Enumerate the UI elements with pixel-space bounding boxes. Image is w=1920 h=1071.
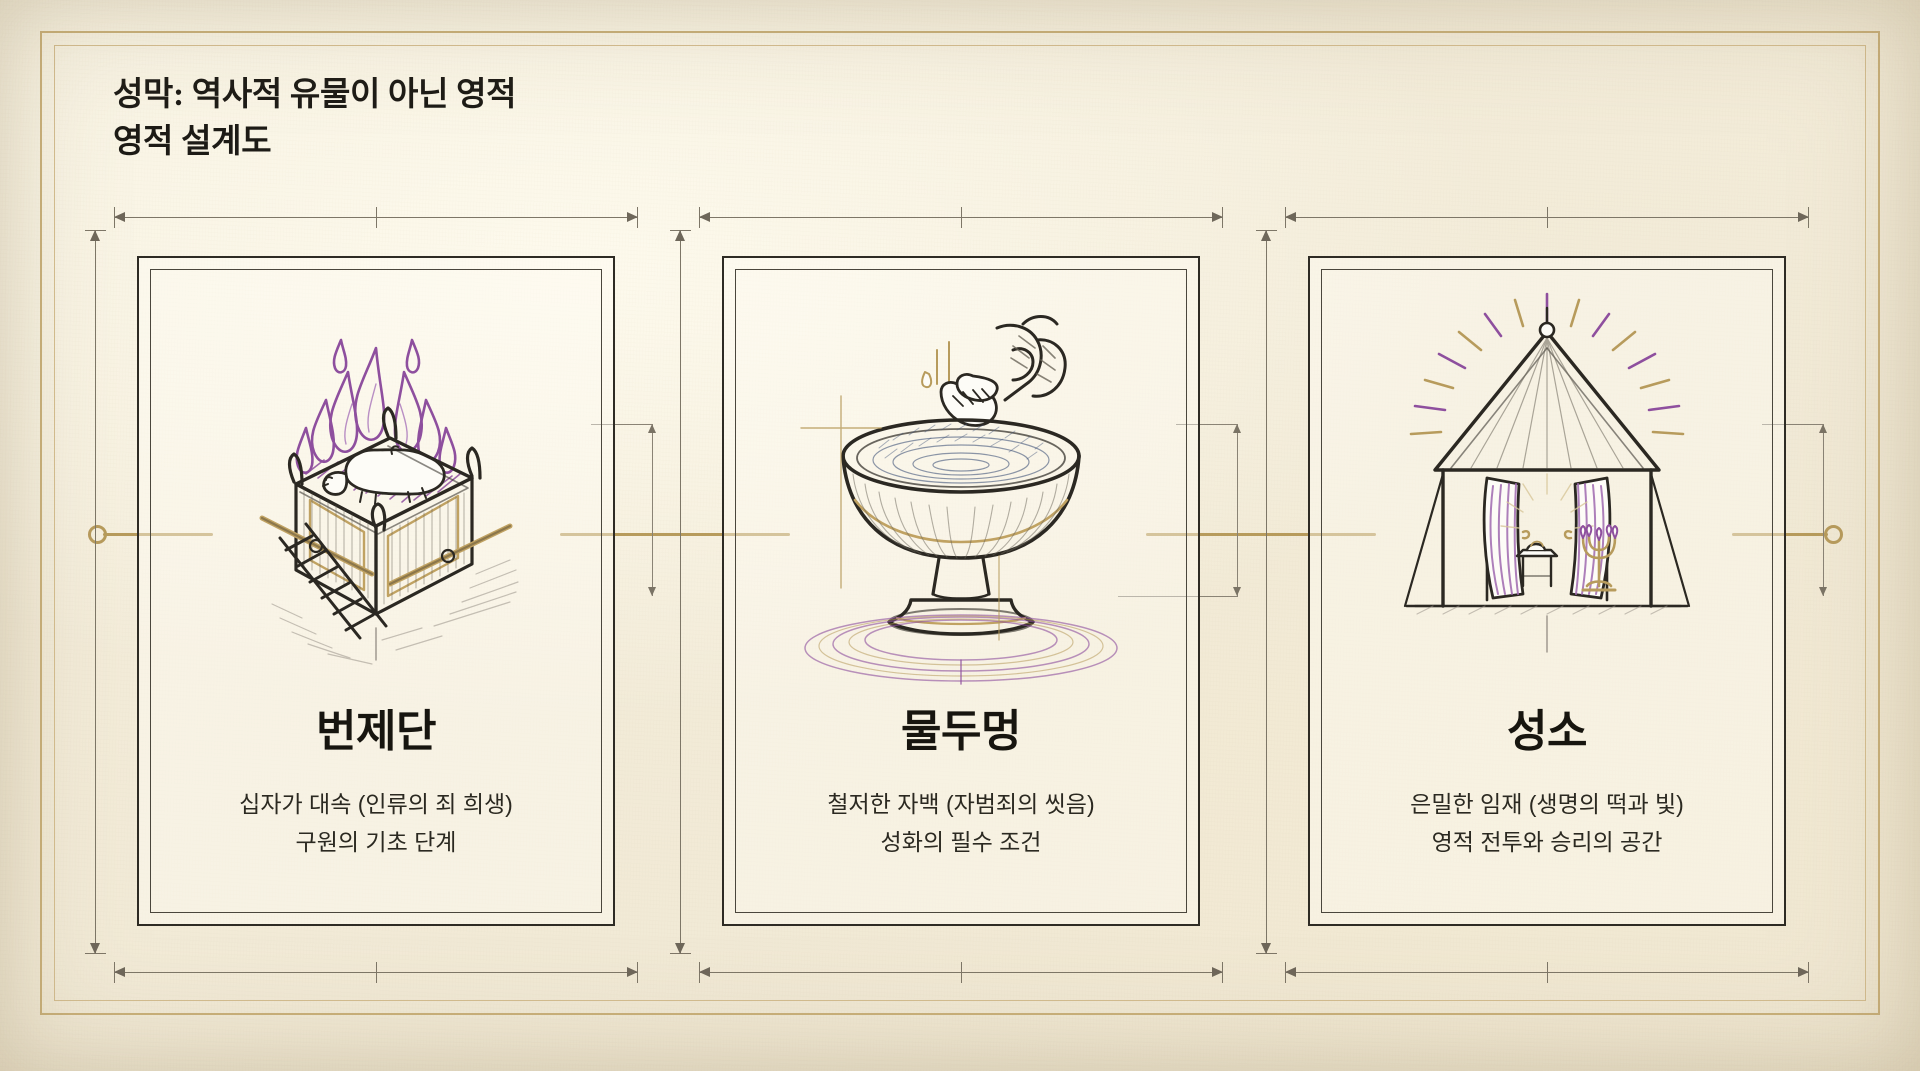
dimension-arrow-down-icon [1233, 587, 1241, 596]
dimension-tick-right [1808, 207, 1809, 228]
dimension-line-bottom [699, 962, 1223, 983]
dimension-tick-mid [961, 207, 962, 228]
dimension-arrow-down-icon [1261, 943, 1271, 954]
illustration-laver [738, 272, 1184, 704]
caption-altar: 번제단 십자가 대속 (인류의 죄 희생) 구원의 기초 단계 [155, 707, 597, 861]
dimension-arrow-down-icon [648, 587, 656, 596]
dimension-arrow-up-icon [1233, 424, 1241, 433]
dimension-line-height-detail [1233, 424, 1241, 596]
dimension-line-top [699, 207, 1223, 228]
dimension-leader-line [1176, 424, 1238, 425]
card-line1: 은밀한 임재 (생명의 떡과 빛) [1410, 791, 1684, 818]
card-slot-altar: 번제단 십자가 대속 (인류의 죄 희생) 구원의 기초 단계 [85, 207, 656, 983]
dimension-line-top [114, 207, 638, 228]
card-altar[interactable]: 번제단 십자가 대속 (인류의 죄 희생) 구원의 기초 단계 [137, 256, 615, 926]
card-slot-laver: 물두멍 철저한 자백 (자범죄의 씻음) 성화의 필수 조건 [670, 207, 1241, 983]
page-title: 성막: 역사적 유물이 아닌 영적 영적 설계도 [113, 77, 517, 160]
card-line2: 구원의 기초 단계 [295, 828, 457, 855]
holy-place-tent-icon [1403, 292, 1691, 653]
dimension-arrow-left-icon [1285, 212, 1296, 222]
dimension-tick-left [699, 207, 700, 228]
illustration-holy-place [1324, 272, 1770, 704]
dimension-arrow-down-icon [1819, 587, 1827, 596]
dimension-leader-line [1762, 424, 1824, 425]
dimension-arrow-left-icon [699, 967, 710, 977]
dimension-tick-right [637, 207, 638, 228]
card-laver[interactable]: 물두멍 철저한 자백 (자범죄의 씻음) 성화의 필수 조건 [722, 256, 1200, 926]
dimension-tick-left [114, 207, 115, 228]
dimension-arrow-left-icon [114, 212, 125, 222]
dimension-tick-right [1222, 962, 1223, 983]
dimension-leader-line [591, 424, 653, 425]
dimension-tick-mid [1547, 962, 1548, 983]
card-line2: 성화의 필수 조건 [880, 828, 1042, 855]
card-line1: 십자가 대속 (인류의 죄 희생) [239, 791, 513, 818]
dimension-tick-right [1222, 207, 1223, 228]
illustration-altar [153, 272, 599, 704]
dimension-line-height-detail [1819, 424, 1827, 596]
card-holy-place[interactable]: 성소 은밀한 임재 (생명의 떡과 빛) 영적 전투와 승리의 공간 [1308, 256, 1786, 926]
frame-inner-border [54, 45, 1866, 1001]
dimension-line-left [1256, 230, 1277, 954]
dimension-tick-mid [376, 962, 377, 983]
dimension-arrow-right-icon [1798, 967, 1809, 977]
dimension-arrow-up-icon [90, 230, 100, 241]
dimension-tick-left [699, 962, 700, 983]
altar-of-burnt-offering-icon [259, 338, 519, 665]
dimension-arrow-up-icon [1261, 230, 1271, 241]
dimension-tick-right [637, 962, 638, 983]
card-title: 성소 [1507, 707, 1587, 756]
dimension-tick-left [1285, 962, 1286, 983]
dimension-arrow-down-icon [90, 943, 100, 954]
card-title: 번제단 [316, 707, 436, 756]
bronze-laver-icon [800, 315, 1118, 685]
dimension-tick-mid [961, 962, 962, 983]
frame-outer-border [40, 31, 1880, 1015]
card-line1: 철저한 자백 (자범죄의 씻음) [827, 791, 1095, 818]
dimension-tick-mid [1547, 207, 1548, 228]
caption-laver: 물두멍 철저한 자백 (자범죄의 씻음) 성화의 필수 조건 [740, 707, 1182, 861]
dimension-arrow-left-icon [1285, 967, 1296, 977]
dimension-arrow-right-icon [1212, 967, 1223, 977]
dimension-arrow-up-icon [648, 424, 656, 433]
dimension-line-height-detail [648, 424, 656, 596]
dimension-arrow-down-icon [675, 943, 685, 954]
dimension-arrow-up-icon [675, 230, 685, 241]
dimension-tick-left [1285, 207, 1286, 228]
dimension-line-top [1285, 207, 1809, 228]
card-slot-holy-place: 성소 은밀한 임재 (생명의 떡과 빛) 영적 전투와 승리의 공간 [1256, 207, 1827, 983]
caption-holy-place: 성소 은밀한 임재 (생명의 떡과 빛) 영적 전투와 승리의 공간 [1326, 707, 1768, 861]
dimension-arrow-up-icon [1819, 424, 1827, 433]
dimension-arrow-left-icon [699, 212, 710, 222]
dimension-tick-mid [376, 207, 377, 228]
dimension-arrow-right-icon [1212, 212, 1223, 222]
dimension-arrow-right-icon [1798, 212, 1809, 222]
dimension-tick-right [1808, 962, 1809, 983]
card-line2: 영적 전투와 승리의 공간 [1431, 828, 1663, 855]
dimension-line-bottom [1285, 962, 1809, 983]
dimension-arrow-right-icon [627, 212, 638, 222]
dimension-leader-line-lower [1118, 596, 1238, 597]
card-title: 물두멍 [901, 707, 1021, 756]
dimension-line-bottom [114, 962, 638, 983]
dimension-line-left [670, 230, 691, 954]
dimension-arrow-left-icon [114, 967, 125, 977]
dimension-arrow-right-icon [627, 967, 638, 977]
dimension-tick-left [114, 962, 115, 983]
dimension-line-left [85, 230, 106, 954]
